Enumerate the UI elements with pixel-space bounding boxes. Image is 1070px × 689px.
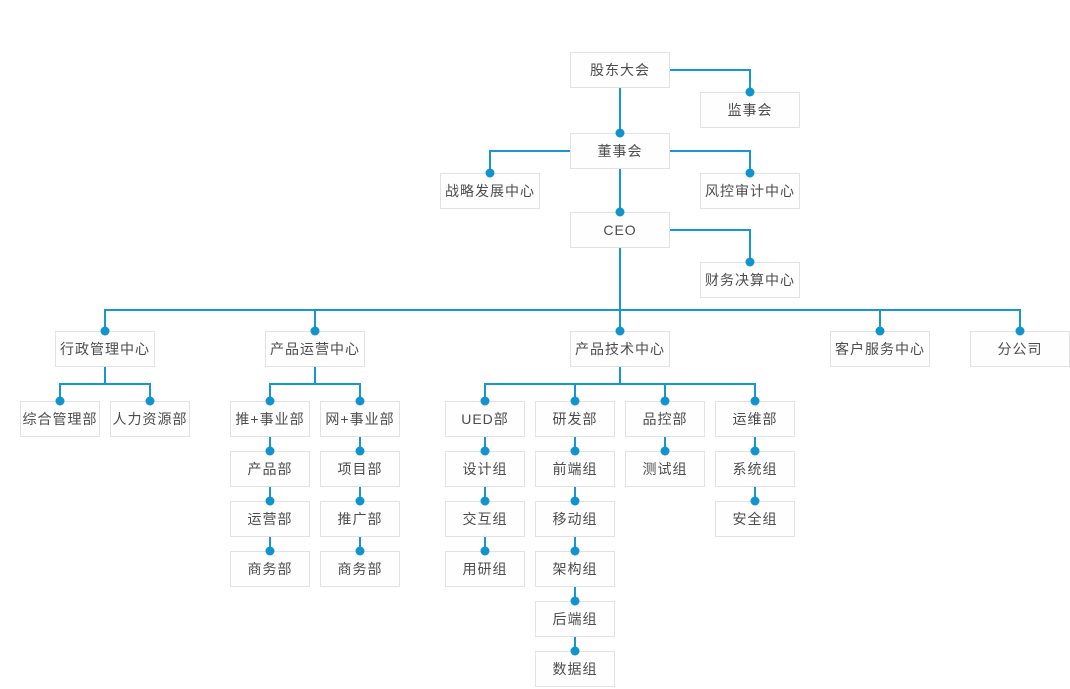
org-node-operations-dept: 运营部 <box>230 501 310 537</box>
org-node-board-of-directors: 董事会 <box>570 133 670 169</box>
connector-ceo-to-product-ops-center <box>314 248 621 331</box>
org-node-rnd-dept: 研发部 <box>535 401 615 437</box>
org-node-label: 产品技术中心 <box>575 341 665 357</box>
connector-product-ops-center-to-web-business-unit <box>314 367 361 401</box>
org-node-risk-audit-center: 风控审计中心 <box>700 173 800 209</box>
org-node-product-ops-center: 产品运营中心 <box>265 331 365 367</box>
org-node-label: 分公司 <box>997 341 1043 357</box>
org-node-label: 行政管理中心 <box>60 341 150 357</box>
org-node-shareholders-meeting: 股东大会 <box>570 52 670 88</box>
org-node-label: 运营部 <box>247 511 293 527</box>
org-node-label: 人力资源部 <box>112 411 188 427</box>
org-node-interaction-group: 交互组 <box>445 501 525 537</box>
org-node-label: 监事会 <box>727 102 773 118</box>
org-node-general-admin-dept: 综合管理部 <box>20 401 100 437</box>
org-node-label: UED部 <box>461 411 509 427</box>
org-node-business-dept-web: 商务部 <box>320 551 400 587</box>
org-node-label: 产品部 <box>247 461 293 477</box>
org-node-label: 测试组 <box>642 461 688 477</box>
connector-product-tech-center-to-ued-dept <box>484 367 621 401</box>
org-node-label: 商务部 <box>337 561 383 577</box>
org-node-label: 数据组 <box>552 661 598 677</box>
org-node-label: 设计组 <box>462 461 508 477</box>
org-node-testing-group: 测试组 <box>625 451 705 487</box>
connector-admin-mgmt-center-to-general-admin-dept <box>59 367 106 401</box>
org-node-qc-dept: 品控部 <box>625 401 705 437</box>
org-node-label: 推广部 <box>337 511 383 527</box>
org-node-branch-company: 分公司 <box>970 331 1070 367</box>
org-node-ops-maint-dept: 运维部 <box>715 401 795 437</box>
org-node-label: 董事会 <box>597 143 643 159</box>
org-node-product-dept: 产品部 <box>230 451 310 487</box>
org-node-label: 综合管理部 <box>22 411 98 427</box>
org-node-label: 项目部 <box>337 461 383 477</box>
org-node-system-group: 系统组 <box>715 451 795 487</box>
org-node-label: 前端组 <box>552 461 598 477</box>
org-node-supervisory-board: 监事会 <box>700 92 800 128</box>
org-node-push-business-unit: 推+事业部 <box>230 401 310 437</box>
org-node-architecture-group: 架构组 <box>535 551 615 587</box>
connector-product-tech-center-to-rnd-dept <box>574 367 621 401</box>
org-node-data-group: 数据组 <box>535 651 615 687</box>
org-node-frontend-group: 前端组 <box>535 451 615 487</box>
org-node-label: 商务部 <box>247 561 293 577</box>
org-node-web-business-unit: 网+事业部 <box>320 401 400 437</box>
connector-ceo-to-branch-company <box>619 248 1021 331</box>
org-node-label: 推+事业部 <box>235 411 305 427</box>
org-node-label: 品控部 <box>642 411 688 427</box>
connector-board-of-directors-to-strategy-dev-center <box>489 150 570 173</box>
org-node-label: 移动组 <box>552 511 598 527</box>
org-node-promotion-dept: 推广部 <box>320 501 400 537</box>
org-node-hr-dept: 人力资源部 <box>110 401 190 437</box>
org-node-strategy-dev-center: 战略发展中心 <box>440 173 540 209</box>
org-node-label: 客户服务中心 <box>835 341 925 357</box>
org-node-business-dept-push: 商务部 <box>230 551 310 587</box>
org-node-label: 系统组 <box>732 461 778 477</box>
org-node-label: 运维部 <box>732 411 778 427</box>
connector-board-of-directors-to-risk-audit-center <box>670 150 751 173</box>
connector-ceo-to-finance-center <box>670 229 751 262</box>
org-node-label: 网+事业部 <box>325 411 395 427</box>
org-node-mobile-group: 移动组 <box>535 501 615 537</box>
org-node-project-dept: 项目部 <box>320 451 400 487</box>
org-node-security-group: 安全组 <box>715 501 795 537</box>
connector-product-ops-center-to-push-business-unit <box>269 367 316 401</box>
org-node-label: 股东大会 <box>590 62 650 78</box>
connector-product-tech-center-to-qc-dept <box>619 367 666 401</box>
org-node-design-group: 设计组 <box>445 451 525 487</box>
org-node-label: 战略发展中心 <box>445 183 535 199</box>
org-node-label: 架构组 <box>552 561 598 577</box>
org-node-label: 研发部 <box>552 411 598 427</box>
connector-shareholders-meeting-to-supervisory-board <box>670 69 751 92</box>
org-node-label: 产品运营中心 <box>270 341 360 357</box>
org-node-label: 用研组 <box>462 561 508 577</box>
org-node-user-research-group: 用研组 <box>445 551 525 587</box>
org-node-backend-group: 后端组 <box>535 601 615 637</box>
org-node-label: 安全组 <box>732 511 778 527</box>
connector-admin-mgmt-center-to-hr-dept <box>104 367 151 401</box>
org-node-ceo: CEO <box>570 212 670 248</box>
org-node-admin-mgmt-center: 行政管理中心 <box>55 331 155 367</box>
org-node-product-tech-center: 产品技术中心 <box>570 331 670 367</box>
org-node-label: 交互组 <box>462 511 508 527</box>
org-node-finance-center: 财务决算中心 <box>700 262 800 298</box>
connector-product-tech-center-to-ops-maint-dept <box>619 367 756 401</box>
org-node-label: CEO <box>603 222 637 238</box>
org-node-label: 风控审计中心 <box>705 183 795 199</box>
org-node-label: 财务决算中心 <box>705 272 795 288</box>
org-node-label: 后端组 <box>552 611 598 627</box>
connector-ceo-to-admin-mgmt-center <box>104 248 621 331</box>
org-node-customer-service-center: 客户服务中心 <box>830 331 930 367</box>
org-node-ued-dept: UED部 <box>445 401 525 437</box>
